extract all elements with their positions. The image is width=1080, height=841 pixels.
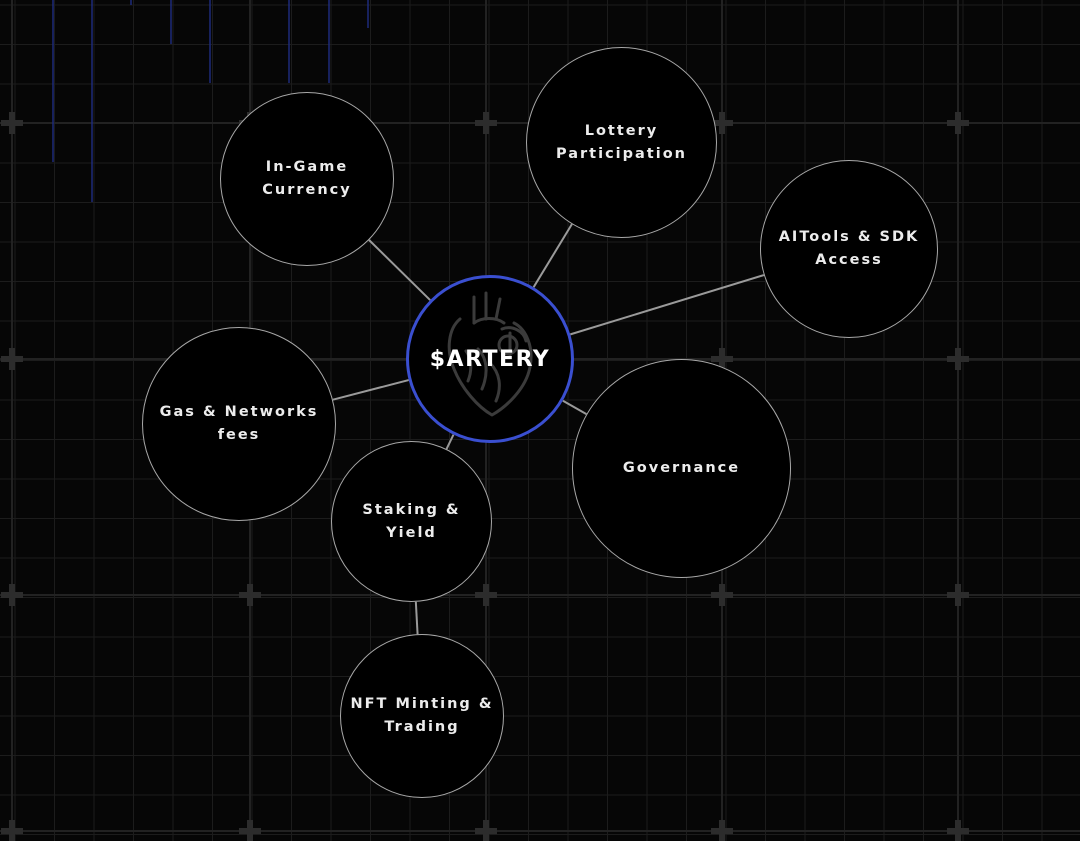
grid-plus-marker <box>947 820 969 841</box>
node-governance: Governance <box>572 359 791 578</box>
grid-plus-marker <box>475 820 497 841</box>
node-gas-networks-fees: Gas & Networks fees <box>142 327 336 521</box>
connector-center-aitools-sdk-access <box>570 274 765 336</box>
connector-center-staking-yield <box>445 434 455 450</box>
grid-plus-marker <box>711 584 733 606</box>
node-lottery-participation: Lottery Participation <box>526 47 717 238</box>
node-label: Gas & Networks fees <box>159 404 319 443</box>
grid-plus-marker <box>947 584 969 606</box>
node-label: Governance <box>622 460 741 476</box>
node-staking-yield: Staking & Yield <box>331 441 492 602</box>
anatomical-heart-icon <box>447 291 533 417</box>
grid-plus-marker <box>475 112 497 134</box>
grid-plus-marker <box>947 348 969 370</box>
grid-plus-marker <box>1 348 23 370</box>
connector-staking-yield-nft-minting-trading <box>414 601 419 635</box>
node-label: In-Game Currency <box>262 159 352 198</box>
grid-plus-marker <box>239 584 261 606</box>
node-label: AITools & SDK Access <box>778 229 920 268</box>
center-label: $ARTERY <box>429 346 551 372</box>
grid-plus-marker <box>475 584 497 606</box>
node-aitools-sdk-access: AITools & SDK Access <box>760 160 938 338</box>
connector-center-gas-networks-fees <box>332 379 409 401</box>
grid-plus-marker <box>239 820 261 841</box>
grid-plus-marker <box>711 820 733 841</box>
grid-plus-marker <box>1 112 23 134</box>
connector-center-in-game-currency <box>368 239 431 301</box>
grid-plus-marker <box>1 820 23 841</box>
connector-center-lottery-participation <box>532 223 573 288</box>
node-label: NFT Minting & Trading <box>350 696 494 735</box>
center-node-artery: $ARTERY <box>406 275 574 443</box>
grid-plus-marker <box>947 112 969 134</box>
grid-plus-marker <box>1 584 23 606</box>
node-in-game-currency: In-Game Currency <box>220 92 394 266</box>
node-label: Staking & Yield <box>362 501 461 541</box>
node-label: Lottery Participation <box>556 122 687 162</box>
connector-center-governance <box>562 399 587 416</box>
node-nft-minting-trading: NFT Minting & Trading <box>340 634 504 798</box>
